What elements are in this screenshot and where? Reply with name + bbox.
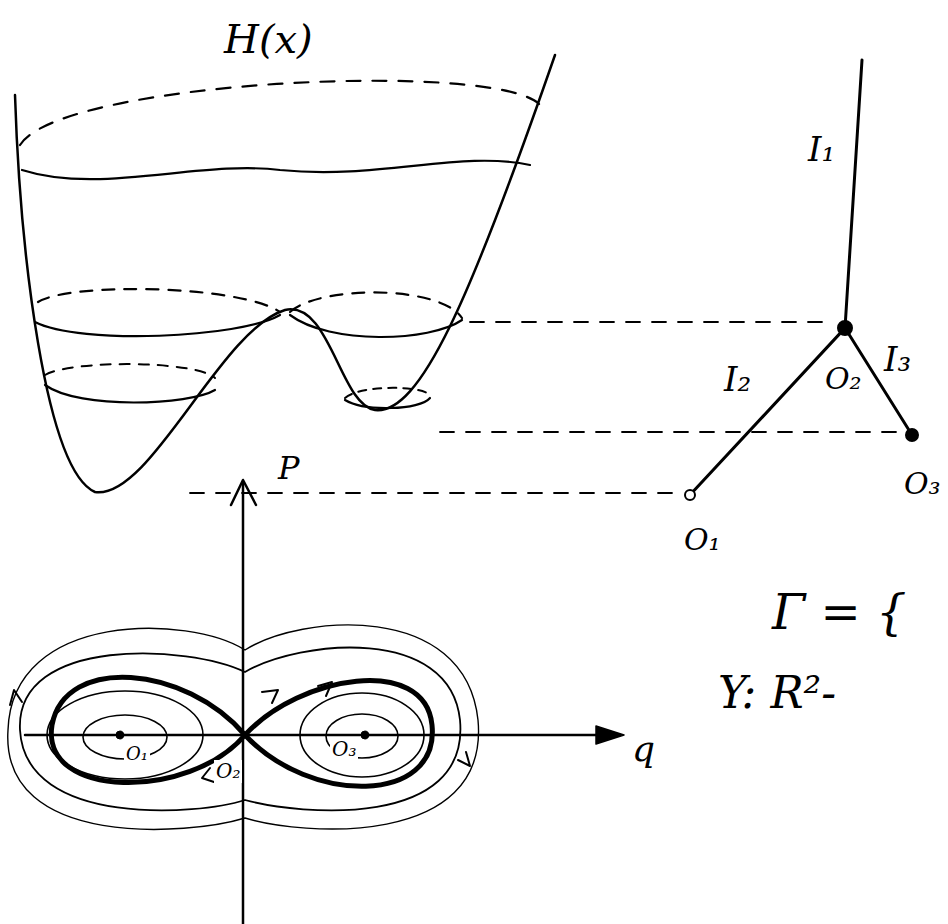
flow-arrow (262, 690, 278, 703)
graph-branch (845, 60, 862, 328)
level-front (35, 315, 280, 336)
graph-vertex: O₃ (905, 428, 919, 442)
level-back (290, 292, 462, 318)
potential-curve (15, 55, 555, 492)
vertex-label: O₂ (823, 362, 864, 397)
graph-vertex: O₁ (684, 489, 696, 501)
flow-arrow (318, 682, 332, 696)
graph-edge (694, 334, 839, 491)
vertex-label: O₁ (682, 523, 723, 558)
level-front (45, 385, 215, 403)
flow-arrow (202, 768, 214, 782)
edge-label: I₂ (722, 360, 753, 399)
level-back (38, 289, 280, 312)
outer-orbit (8, 625, 479, 829)
vertex-label: O₃ (902, 467, 943, 502)
level-back (345, 388, 430, 398)
guide-line (440, 431, 900, 433)
figure-label: O₂ (214, 760, 242, 783)
figure-label: q (630, 728, 657, 769)
guide-line (470, 321, 832, 323)
figure-label: I₁ (806, 130, 837, 169)
level-front (22, 161, 530, 179)
fixed-point (116, 731, 124, 739)
figure-label: Γ = { (770, 585, 909, 640)
fixed-point (361, 731, 369, 739)
inner-orbit (300, 693, 424, 777)
outer-orbit (20, 648, 461, 811)
axis-arrow (231, 480, 256, 505)
separatrix (51, 677, 432, 786)
figure-label: Y: R²- (716, 668, 838, 719)
level-back (45, 364, 215, 378)
level-front (345, 398, 430, 408)
guide-line (190, 492, 680, 494)
figure-label: H(x) (222, 16, 315, 62)
edge-label: I₃ (882, 340, 913, 379)
figure-label: O₃ (330, 738, 358, 761)
q-axis (25, 734, 620, 737)
figure-label: O₁ (124, 744, 150, 765)
figure-label: P (276, 450, 302, 487)
flow-arrow (10, 690, 22, 705)
level-back (20, 81, 540, 145)
inner-orbit (47, 691, 203, 779)
axis-arrow (596, 726, 624, 744)
level-front (290, 315, 462, 337)
graph-vertex: O₂ (837, 320, 853, 336)
flow-arrow (458, 752, 470, 766)
p-axis (242, 482, 245, 924)
